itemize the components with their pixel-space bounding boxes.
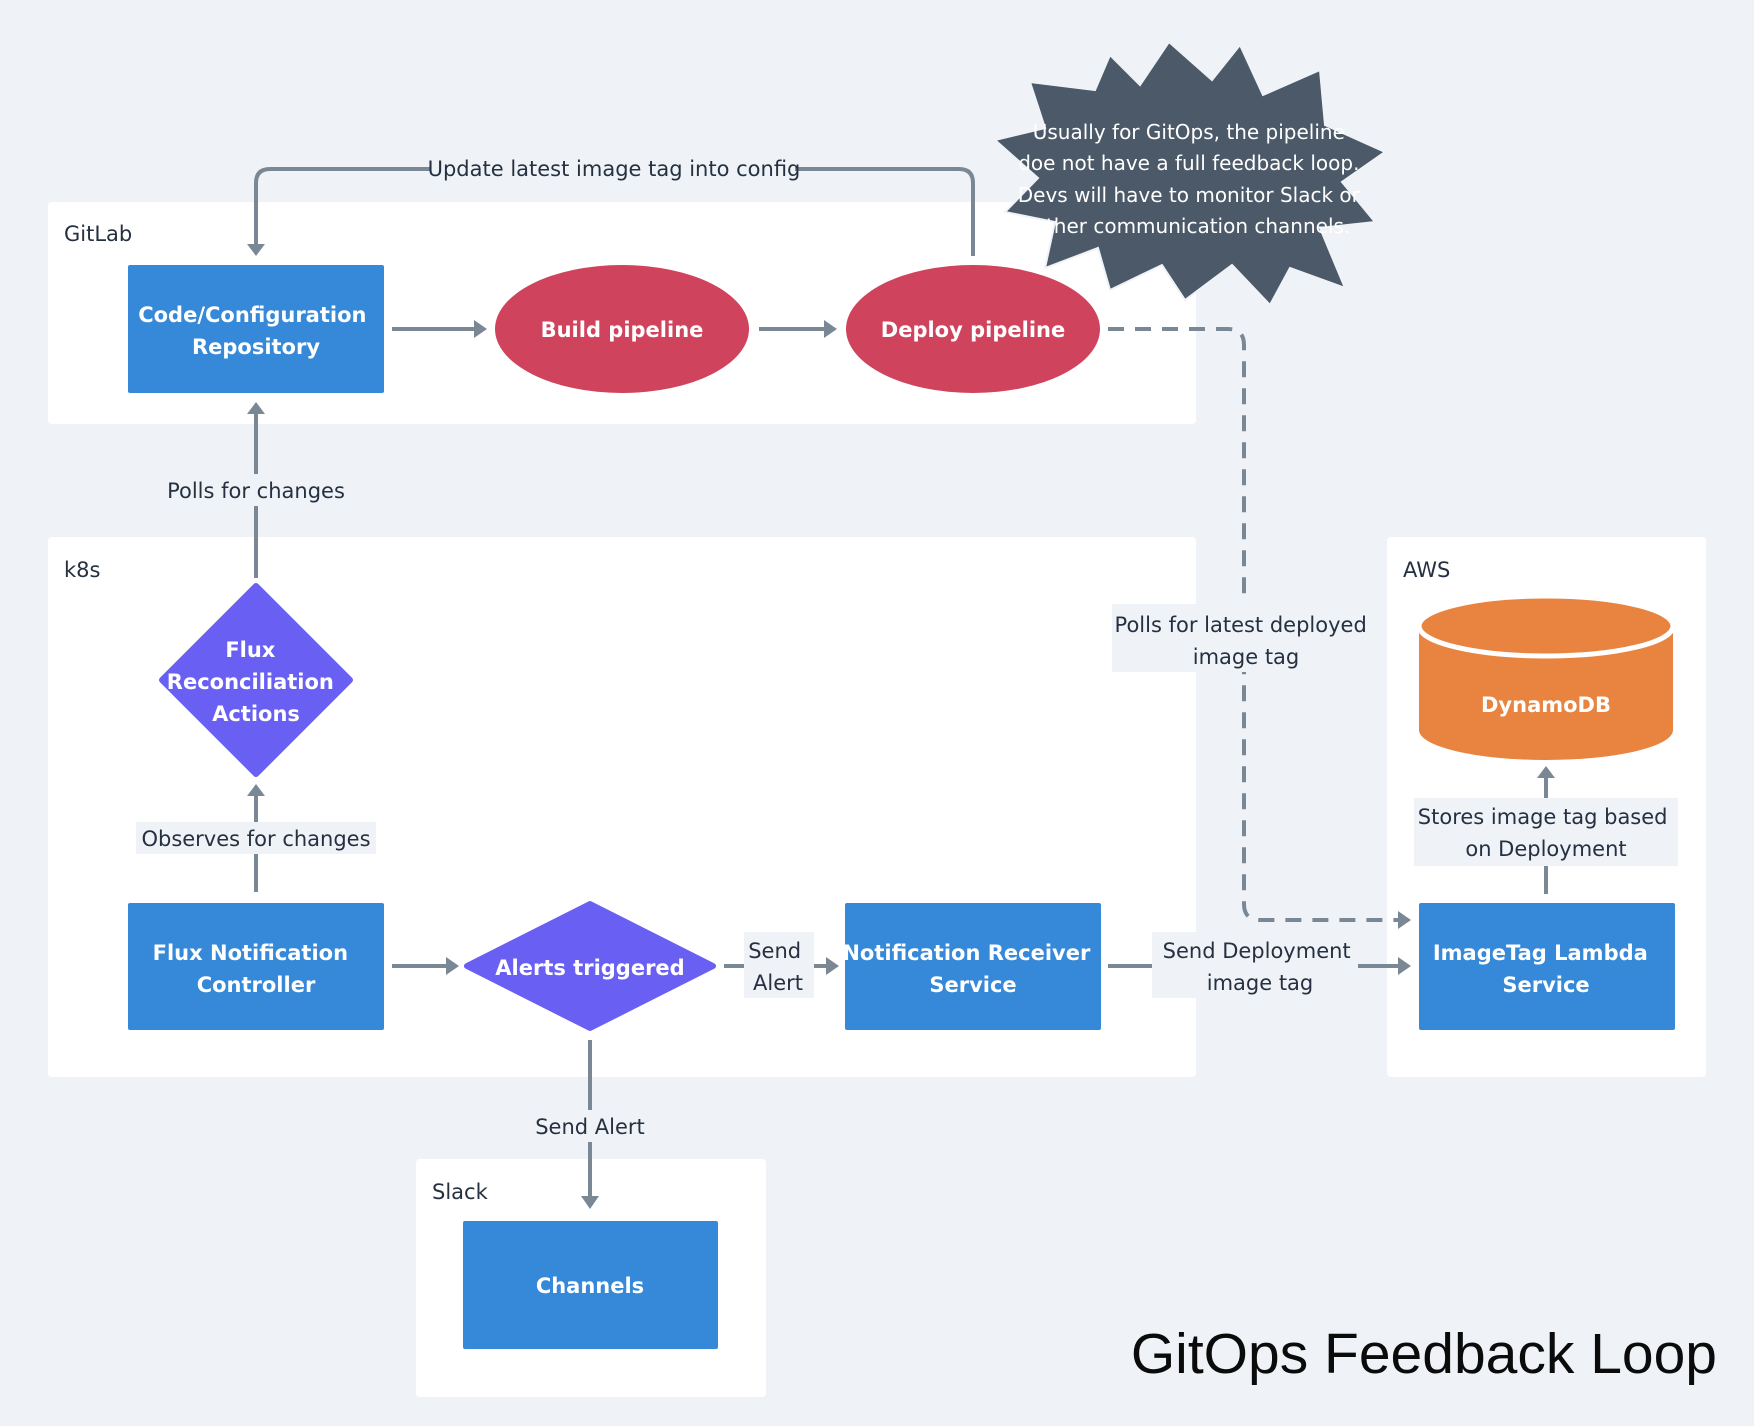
- gitops-note: Usually for GitOps, the pipeline doe not…: [1018, 120, 1366, 238]
- arrowhead-icon: [474, 320, 487, 338]
- diagram-title: GitOps Feedback Loop: [1131, 1322, 1717, 1386]
- repo-node-label: Code/Configuration Repository: [138, 303, 374, 359]
- imagetag-lambda-node[interactable]: [1419, 903, 1675, 1030]
- repo-node[interactable]: [128, 265, 384, 393]
- edge-label-bg: [1414, 798, 1678, 866]
- slack-group-label: Slack: [432, 1180, 489, 1204]
- arrowhead-icon: [824, 320, 837, 338]
- arrowhead-icon: [826, 957, 839, 975]
- flux-notification-node[interactable]: [128, 903, 384, 1030]
- edge-label-send-alert-slack: Send Alert: [535, 1115, 645, 1139]
- build-pipeline-node[interactable]: [495, 265, 749, 393]
- channels-node[interactable]: [463, 1221, 718, 1349]
- arrowhead-icon: [1537, 766, 1555, 778]
- imagetag-lambda-label: ImageTag Lambda Service: [1433, 941, 1655, 997]
- edge-label-bg: [158, 474, 354, 506]
- edge-label-stores-tag: Stores image tag based on Deployment: [1418, 805, 1674, 861]
- edge-label-bg: [136, 822, 376, 854]
- arrowhead-icon: [446, 957, 459, 975]
- arrowhead-icon: [247, 784, 265, 796]
- build-pipeline-label: Build pipeline: [541, 318, 704, 342]
- arrowhead-icon: [1398, 957, 1411, 975]
- edge-label-send-deployment-tag: Send Deployment image tag: [1163, 939, 1358, 995]
- deploy-pipeline-node[interactable]: [846, 265, 1100, 393]
- dynamodb-label: DynamoDB: [1481, 693, 1611, 717]
- notification-receiver-node[interactable]: [845, 903, 1101, 1030]
- gitlab-group-label: GitLab: [64, 222, 132, 246]
- edge-label-bg: [524, 1110, 656, 1142]
- edge-label-polls-changes: Polls for changes: [167, 479, 345, 503]
- arrowhead-icon: [247, 244, 265, 256]
- cylinder-icon: [1416, 593, 1676, 760]
- arrowhead-icon: [1398, 911, 1411, 929]
- alerts-triggered-node[interactable]: [464, 901, 716, 1031]
- k8s-group-label: k8s: [64, 558, 100, 582]
- arrowhead-icon: [581, 1196, 599, 1209]
- notification-receiver-label: Notification Receiver Service: [842, 941, 1097, 997]
- edge-label-update-config: Update latest image tag into config: [428, 157, 801, 181]
- flux-reconciliation-label: Flux Reconciliation Actions: [167, 638, 341, 726]
- arrowhead-icon: [247, 402, 265, 414]
- deploy-pipeline-label: Deploy pipeline: [881, 318, 1065, 342]
- alerts-triggered-label: Alerts triggered: [495, 956, 684, 980]
- edge-label-bg: [1152, 932, 1358, 998]
- edge-label-send-alert: Send Alert: [748, 939, 808, 995]
- dynamodb-node[interactable]: [1419, 596, 1673, 760]
- edge-label-bg: [430, 154, 795, 184]
- starburst-icon: [992, 40, 1388, 307]
- edge-label-bg: [1112, 604, 1376, 672]
- edge-label-observes-changes: Observes for changes: [141, 827, 370, 851]
- edge-label-polls-latest: Polls for latest deployed image tag: [1115, 613, 1374, 669]
- edge-label-bg: [744, 932, 814, 998]
- aws-group-label: AWS: [1403, 558, 1450, 582]
- dynamodb-node-top: [1416, 593, 1676, 659]
- flux-reconciliation-node[interactable]: [159, 583, 353, 777]
- flux-notification-label: Flux Notification Controller: [153, 941, 356, 997]
- channels-label: Channels: [536, 1274, 644, 1298]
